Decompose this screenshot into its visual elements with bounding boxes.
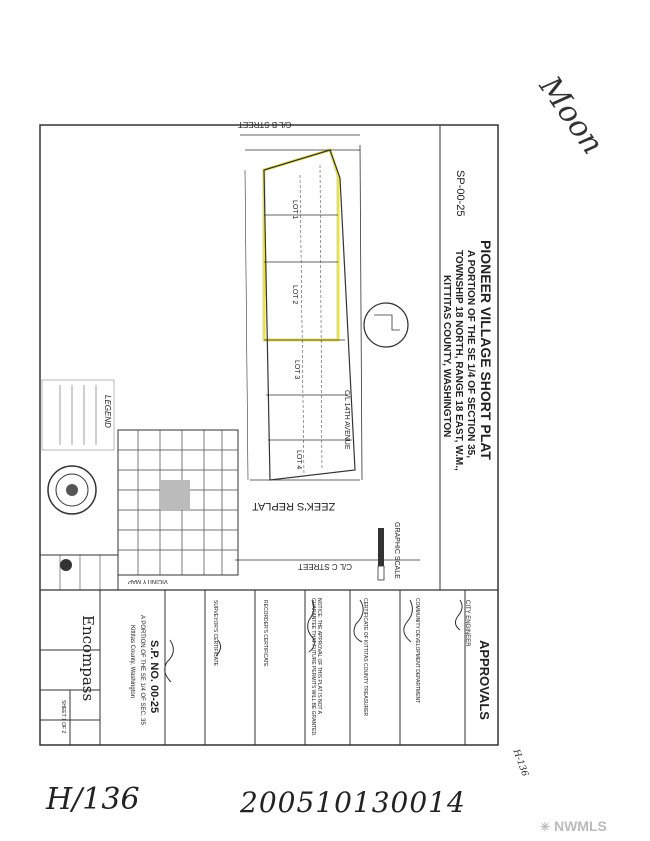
detail-circle — [363, 302, 409, 348]
sheet-number: SHEET 1 OF 2 — [60, 700, 66, 734]
avenue-label: C/L 14TH AVENUE — [343, 390, 350, 450]
nwmls-watermark: ✳ NWMLS — [540, 818, 607, 834]
nwmls-logo-icon: ✳ — [540, 820, 551, 834]
surveyor-label: SURVEYOR'S CERTIFICATE — [212, 600, 218, 666]
plat-border — [39, 124, 499, 746]
treasurer-label: CERTIFICATE OF KITTITAS COUNTY TREASURER — [362, 598, 368, 717]
notice-label: NOTICE: THE APPROVAL OF THIS PLAT IS NOT… — [310, 598, 322, 737]
lot1-label: LOT 1 — [291, 200, 298, 220]
handwritten-page-ref: H/136 — [46, 782, 140, 817]
handwritten-recording-number: 200510130014 — [240, 786, 466, 819]
footer-desc2: Kittitas County, Washington — [129, 625, 135, 699]
vicinity-map — [117, 429, 239, 576]
surveyor-seal — [47, 465, 97, 515]
plat-title: PIONEER VILLAGE SHORT PLAT — [478, 240, 494, 460]
lot4-label: LOT 4 — [295, 450, 302, 470]
street-bottom-label: C/L C STREET — [298, 562, 352, 571]
sheet-id: SP-00-25 — [454, 170, 466, 217]
plat-desc-line1: A PORTION OF THE SE 1/4 OF SECTION 35, — [465, 250, 476, 458]
vicinity-label: VICINITY MAP — [128, 578, 168, 584]
footer-desc1: A PORTION OF THE SE 1/4 OF SEC. 35 — [139, 615, 145, 725]
community-dev-label: COMMUNITY DEVELOPMENT DEPARTMENT — [414, 598, 420, 704]
lot2-label: LOT 2 — [291, 285, 298, 305]
street-top-label: C/L B STREET — [238, 120, 292, 129]
recorder-label: RECORDER'S CERTIFICATE — [262, 600, 268, 667]
plat-desc-line2: TOWNSHIP 18 NORTH, RANGE 18 EAST, W.M., — [453, 250, 464, 471]
city-engineer-label: CITY ENGINEER — [464, 600, 470, 647]
plat-desc-line3: KITTITAS COUNTY, WASHINGTON — [441, 275, 452, 438]
company-name: Encompass — [79, 615, 97, 702]
approvals-heading: APPROVALS — [477, 640, 492, 720]
plat-number: S.P. NO. 00-25 — [148, 640, 160, 714]
graphic-scale-label: GRAPHIC SCALE — [393, 522, 400, 579]
replat-label: ZEEK'S REPLAT — [252, 500, 336, 512]
legend-label: LEGEND — [103, 395, 112, 428]
lot3-label: LOT 3 — [293, 360, 300, 380]
